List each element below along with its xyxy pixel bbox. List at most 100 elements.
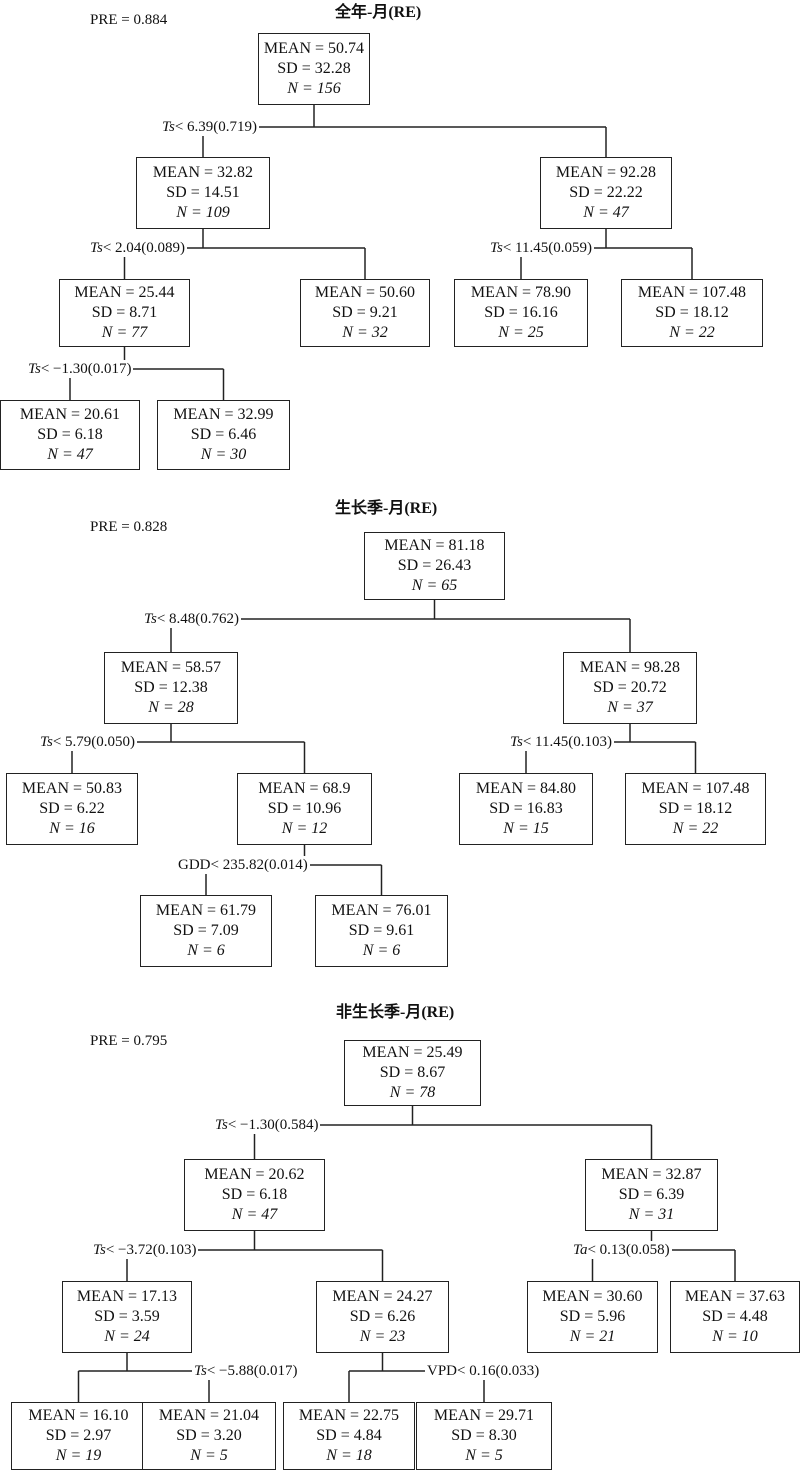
node-mean: MEAN = 68.9 bbox=[258, 780, 351, 797]
split-condition: < −1.30(0.584) bbox=[227, 1117, 319, 1133]
node-sd: SD = 32.28 bbox=[277, 60, 351, 77]
split-variable: Ts bbox=[144, 611, 157, 627]
split-label-a2: Ts< 2.04(0.089) bbox=[88, 239, 188, 257]
split-variable: Ts bbox=[490, 240, 503, 256]
node-n: N = 47 bbox=[47, 446, 93, 463]
node-n: N = 25 bbox=[498, 324, 544, 341]
node-n: N = 21 bbox=[569, 1328, 616, 1345]
node-sd: SD = 8.71 bbox=[91, 304, 158, 321]
split-label-b3: Ts< 11.45(0.103) bbox=[508, 733, 614, 751]
node-mean: MEAN = 25.49 bbox=[362, 1044, 463, 1061]
split-condition: < −1.30(0.017) bbox=[40, 361, 132, 377]
node-sd: SD = 10.96 bbox=[267, 800, 342, 817]
node-n: N = 109 bbox=[176, 204, 230, 221]
node-n: N = 24 bbox=[104, 1328, 150, 1345]
node-mean: MEAN = 20.62 bbox=[204, 1166, 305, 1183]
split-variable: Ts bbox=[215, 1117, 228, 1133]
node-n: N = 32 bbox=[342, 324, 388, 341]
node-mean: MEAN = 78.90 bbox=[470, 284, 572, 301]
tree-node-c1: MEAN = 25.49 SD = 8.67 N = 78 bbox=[344, 1040, 481, 1106]
split-variable: Ts bbox=[90, 240, 103, 256]
node-n: N = 78 bbox=[389, 1084, 436, 1101]
node-mean: MEAN = 98.28 bbox=[579, 659, 681, 676]
node-sd: SD = 6.18 bbox=[221, 1186, 288, 1203]
split-condition: < 0.13(0.058) bbox=[587, 1242, 670, 1258]
node-mean: MEAN = 32.82 bbox=[152, 164, 254, 181]
node-n: N = 31 bbox=[628, 1206, 675, 1223]
split-label-b1: Ts< 8.48(0.762) bbox=[142, 610, 242, 628]
split-label-a1: Ts< 6.39(0.719) bbox=[160, 118, 260, 136]
node-n: N = 10 bbox=[712, 1328, 758, 1345]
split-condition: < −3.72(0.103) bbox=[105, 1242, 197, 1258]
node-sd: SD = 2.97 bbox=[45, 1427, 112, 1444]
split-condition: < 6.39(0.719) bbox=[174, 119, 258, 135]
split-label-c3: Ta< 0.13(0.058) bbox=[571, 1241, 672, 1259]
panel-title-growing-season: 生长季-月(RE) bbox=[335, 500, 438, 517]
split-label-b2: Ts< 5.79(0.050) bbox=[38, 733, 138, 751]
node-mean: MEAN = 58.57 bbox=[120, 659, 222, 676]
panel-title-annual: 全年-月(RE) bbox=[335, 4, 422, 21]
split-label-b5: GDD< 235.82(0.014) bbox=[176, 856, 310, 874]
node-mean: MEAN = 37.63 bbox=[684, 1288, 786, 1305]
split-label-c4: Ts< −5.88(0.017) bbox=[192, 1362, 300, 1380]
split-label-a4: Ts< −1.30(0.017) bbox=[26, 360, 134, 378]
node-n: N = 23 bbox=[359, 1328, 406, 1345]
node-sd: SD = 9.61 bbox=[348, 922, 415, 939]
node-n: N = 19 bbox=[55, 1447, 102, 1464]
tree-node-a6: MEAN = 78.90 SD = 16.16 N = 25 bbox=[454, 279, 588, 347]
node-n: N = 15 bbox=[503, 820, 549, 837]
node-sd: SD = 16.16 bbox=[484, 304, 558, 321]
node-n: N = 156 bbox=[287, 80, 341, 97]
node-sd: SD = 14.51 bbox=[166, 184, 240, 201]
split-variable: Ta bbox=[573, 1242, 588, 1258]
node-sd: SD = 5.96 bbox=[559, 1308, 626, 1325]
node-n: N = 16 bbox=[49, 820, 95, 837]
node-n: N = 65 bbox=[411, 577, 458, 594]
node-n: N = 37 bbox=[607, 699, 653, 716]
node-mean: MEAN = 16.10 bbox=[28, 1407, 129, 1424]
split-variable: Ts bbox=[510, 734, 523, 750]
split-variable: Ts bbox=[28, 361, 41, 377]
pre-annual: PRE = 0.884 bbox=[90, 12, 168, 28]
node-n: N = 22 bbox=[672, 820, 719, 837]
node-sd: SD = 12.38 bbox=[134, 679, 208, 696]
node-n: N = 6 bbox=[362, 942, 401, 959]
split-variable: Ts bbox=[194, 1363, 207, 1379]
node-sd: SD = 8.67 bbox=[379, 1064, 446, 1081]
node-n: N = 6 bbox=[187, 942, 225, 959]
node-mean: MEAN = 92.28 bbox=[555, 164, 657, 181]
node-sd: SD = 6.46 bbox=[190, 426, 257, 443]
node-sd: SD = 8.30 bbox=[451, 1427, 517, 1444]
node-mean: MEAN = 84.80 bbox=[475, 780, 577, 797]
node-n: N = 22 bbox=[669, 324, 715, 341]
node-sd: SD = 7.09 bbox=[173, 922, 239, 939]
node-sd: SD = 3.59 bbox=[94, 1308, 160, 1325]
split-label-c1: Ts< −1.30(0.584) bbox=[213, 1116, 321, 1134]
split-label-c2: Ts< −3.72(0.103) bbox=[91, 1241, 199, 1259]
split-variable: Ts bbox=[40, 734, 53, 750]
split-variable: Ts bbox=[162, 119, 175, 135]
split-variable: GDD bbox=[178, 857, 211, 873]
node-n: N = 18 bbox=[326, 1447, 372, 1464]
tree-node-a2: MEAN = 32.82 SD = 14.51 N = 109 bbox=[136, 157, 270, 229]
node-sd: SD = 22.22 bbox=[569, 184, 643, 201]
node-n: N = 5 bbox=[190, 1447, 228, 1464]
node-mean: MEAN = 107.48 bbox=[641, 780, 750, 797]
node-sd: SD = 6.18 bbox=[37, 426, 103, 443]
node-mean: MEAN = 50.83 bbox=[21, 780, 123, 797]
split-condition: < 11.45(0.103) bbox=[522, 734, 612, 750]
